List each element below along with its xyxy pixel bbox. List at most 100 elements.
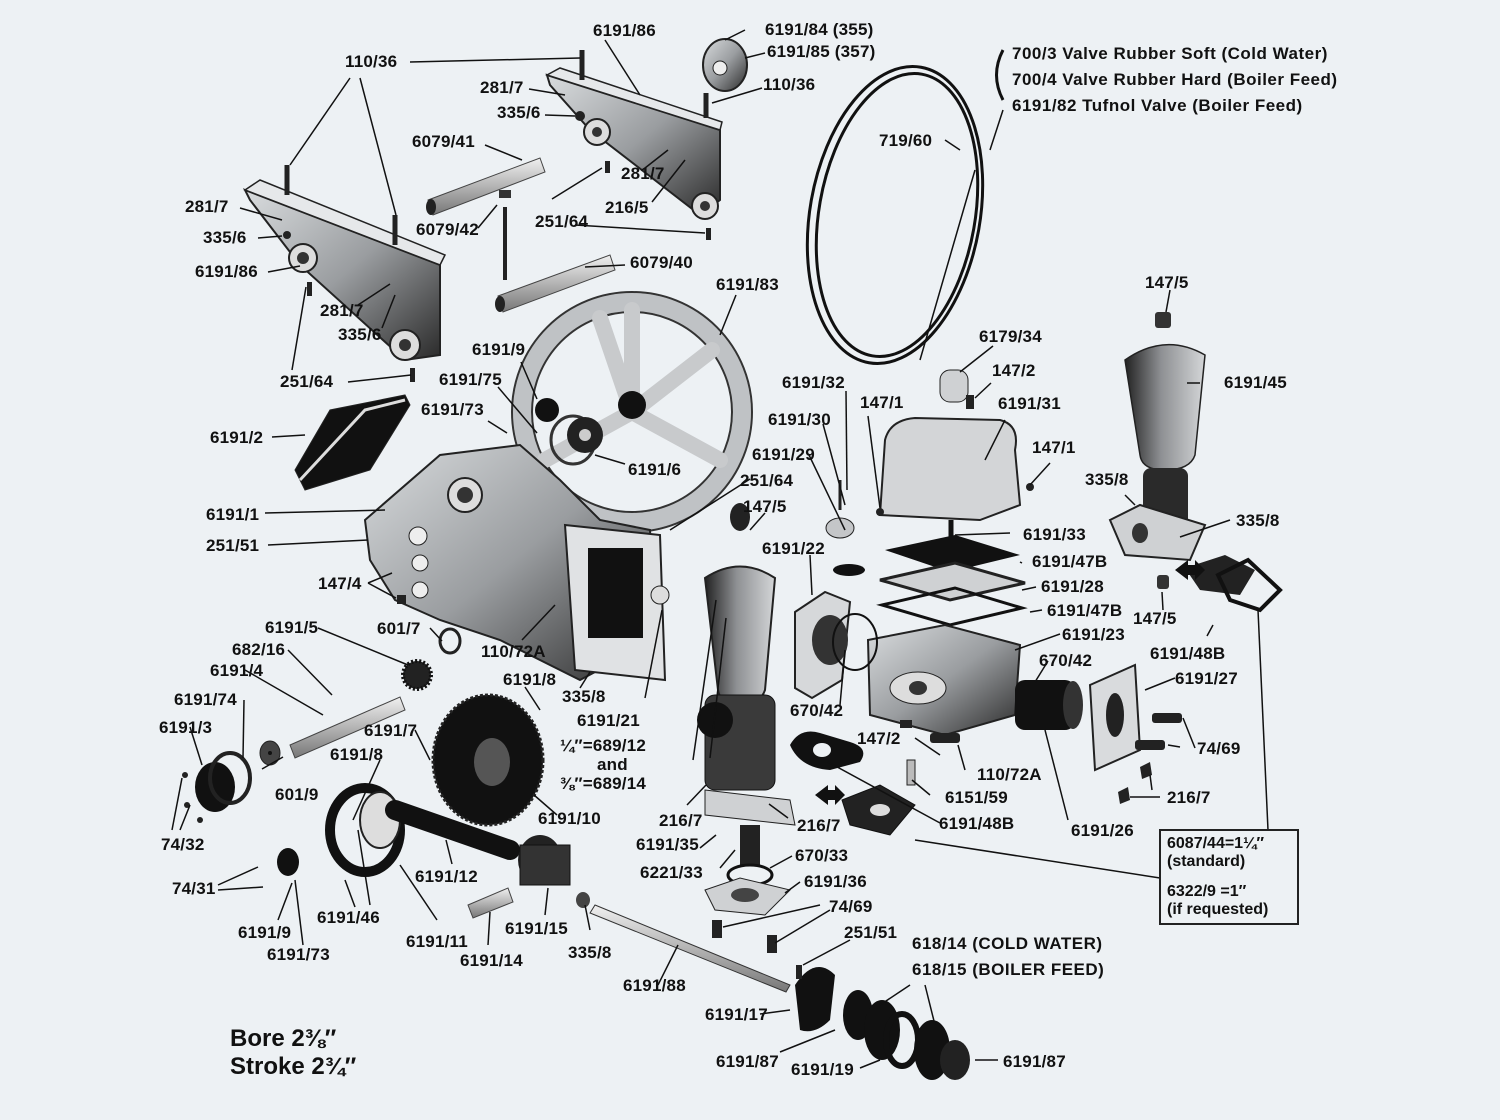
- part-label: 6191/15: [505, 919, 568, 938]
- part-label: 216/7: [1167, 788, 1211, 807]
- valve-note-line: 6191/82 Tufnol Valve (Boiler Feed): [1012, 96, 1303, 115]
- part-label: 335/6: [497, 103, 541, 122]
- part-label: 6191/86: [195, 262, 258, 281]
- part-label: 6191/29: [752, 445, 815, 464]
- part-label: 6191/73: [267, 945, 330, 964]
- part-label: 251/51: [844, 923, 898, 942]
- part-label: 335/8: [1085, 470, 1129, 489]
- part-label: 6191/86: [593, 21, 656, 40]
- part-label: 670/42: [1039, 651, 1093, 670]
- flywheel: [511, 291, 753, 533]
- part-label: 670/33: [795, 846, 849, 865]
- part-label: 6191/12: [415, 867, 478, 886]
- part-label: 281/7: [320, 301, 364, 320]
- part-label: 6191/31: [998, 394, 1061, 413]
- air-vessel-right: [1108, 312, 1207, 589]
- part-label: 6191/8: [330, 745, 384, 764]
- part-label: 281/7: [480, 78, 524, 97]
- part-label: 6191/83: [716, 275, 779, 294]
- part-label: 281/7: [185, 197, 229, 216]
- pump-head: [866, 369, 1182, 804]
- part-label: 251/64: [535, 212, 589, 231]
- part-label: 6191/10: [538, 809, 601, 828]
- fitting-note-line: and: [597, 755, 628, 774]
- part-label: 6191/19: [791, 1060, 854, 1079]
- part-label: 6191/3: [159, 718, 213, 737]
- part-label: 74/32: [161, 835, 205, 854]
- crankshaft-assembly: [182, 659, 571, 919]
- crankcase: [363, 443, 670, 682]
- part-label: 335/8: [562, 687, 606, 706]
- valve-note-line: 700/4 Valve Rubber Hard (Boiler Feed): [1012, 70, 1338, 89]
- part-label: 6191/5: [265, 618, 319, 637]
- v-belt: [805, 65, 985, 365]
- part-label: 6151/59: [945, 788, 1008, 807]
- part-label: 251/64: [740, 471, 794, 490]
- part-label: 6191/23: [1062, 625, 1125, 644]
- part-label: 147/5: [743, 497, 787, 516]
- part-label: 6191/11: [406, 932, 468, 951]
- fitting-options-box: 6087/44=1¼″ (standard) 6322/9 =1″ (if re…: [1159, 829, 1299, 925]
- part-label: 6191/48B: [1150, 644, 1226, 663]
- part-label: 251/64: [280, 372, 334, 391]
- part-label: 335/6: [338, 325, 382, 344]
- part-label: 147/1: [1032, 438, 1076, 457]
- part-label: 6191/47B: [1047, 601, 1123, 620]
- part-label: 6179/34: [979, 327, 1042, 346]
- part-label: 6191/1: [206, 505, 260, 524]
- part-label: 6191/32: [782, 373, 845, 392]
- fitting-box-line: 6087/44=1¼″: [1167, 835, 1265, 852]
- part-label: 601/9: [275, 785, 319, 804]
- part-label: 110/72A: [977, 765, 1042, 784]
- part-label: 6191/35: [636, 835, 699, 854]
- fitting-box-line: (if requested): [1167, 901, 1269, 918]
- part-label: 6079/42: [416, 220, 479, 239]
- part-label: 6191/26: [1071, 821, 1134, 840]
- part-label: 6191/33: [1023, 525, 1086, 544]
- leader-lines: [171, 29, 1269, 1069]
- rods: [426, 157, 616, 313]
- part-label: 147/2: [857, 729, 901, 748]
- part-label: 6191/84 (355): [765, 20, 874, 39]
- part-label: 6191/28: [1041, 577, 1104, 596]
- packing-note-line: 618/15 (BOILER FEED): [912, 960, 1105, 979]
- part-label: 6191/45: [1224, 373, 1287, 392]
- part-label: 147/2: [992, 361, 1036, 380]
- part-label: 6191/88: [623, 976, 686, 995]
- part-label: 110/72A: [481, 642, 546, 661]
- part-label: 719/60: [879, 131, 933, 150]
- part-label: 110/36: [763, 75, 816, 94]
- part-label: 601/7: [377, 619, 421, 638]
- part-label: 6191/75: [439, 370, 502, 389]
- part-label: 147/5: [1145, 273, 1189, 292]
- packing-note-line: 618/14 (COLD WATER): [912, 934, 1103, 953]
- cover-plate: [294, 394, 411, 491]
- fitting-note-line: ¼″=689/12: [560, 736, 647, 755]
- part-label: 6191/7: [364, 721, 418, 740]
- part-label: 6191/14: [460, 951, 523, 970]
- bore-spec: Bore 2⅜″: [230, 1025, 337, 1052]
- part-label: 682/16: [232, 640, 286, 659]
- part-label: 147/1: [860, 393, 904, 412]
- part-label: 6191/47B: [1032, 552, 1108, 571]
- part-label: 281/7: [621, 164, 665, 183]
- part-label: 6191/4: [210, 661, 264, 680]
- part-label: 6191/36: [804, 872, 867, 891]
- part-label: 6191/27: [1175, 669, 1238, 688]
- fitting-note-line: ⅜″=689/14: [560, 774, 647, 793]
- bracket-right: [545, 50, 723, 240]
- gland-packing: [576, 892, 970, 1080]
- part-label: 110/36: [345, 52, 398, 71]
- part-label: 6191/48B: [939, 814, 1015, 833]
- part-label: 335/6: [203, 228, 247, 247]
- side-port: [730, 480, 878, 700]
- part-label: 6191/6: [628, 460, 682, 479]
- small-pulley: [702, 38, 748, 92]
- part-label: 74/31: [172, 879, 216, 898]
- part-label: 216/7: [797, 816, 841, 835]
- fitting-box-line: 6322/9 =1″: [1167, 883, 1247, 900]
- part-label: 147/4: [318, 574, 362, 593]
- part-label: 6191/87: [716, 1052, 779, 1071]
- part-label: 6191/87: [1003, 1052, 1066, 1071]
